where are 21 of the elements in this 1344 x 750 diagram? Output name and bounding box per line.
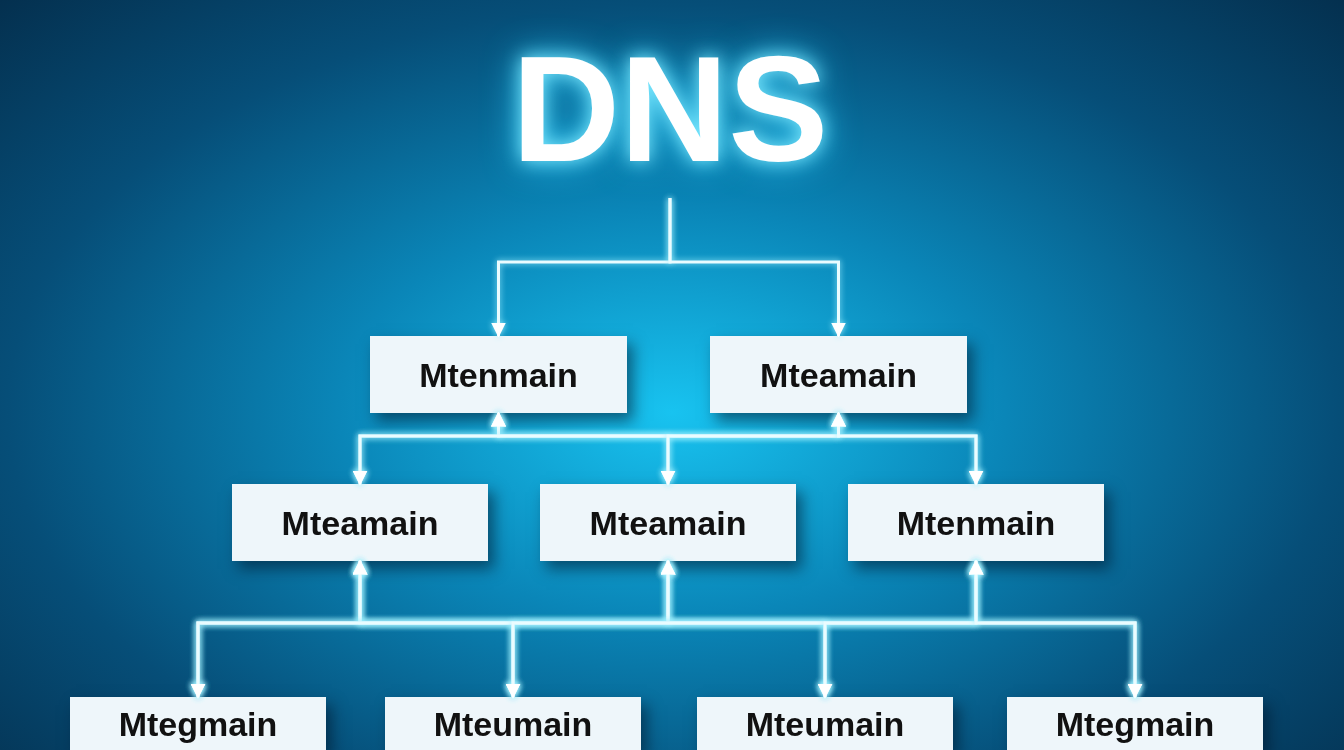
domain-label: Mtenmain	[419, 357, 578, 392]
domain-label: Mtenmain	[896, 505, 1056, 540]
domain-box	[232, 484, 488, 561]
connector-arrow	[668, 198, 846, 338]
domain-box	[70, 697, 326, 750]
title-text: DNS	[511, 34, 829, 184]
domain-box	[848, 484, 1104, 561]
domain-label: Mteamain	[760, 357, 917, 392]
domain-box	[697, 697, 953, 750]
domain-box	[385, 697, 641, 750]
domain-box	[540, 484, 796, 561]
domain-box	[1007, 697, 1263, 750]
domain-label: Mteamain	[281, 505, 439, 540]
domain-label: Mtegmain	[1055, 706, 1215, 741]
domain-label: Mteamain	[589, 505, 747, 540]
connector-arrow	[831, 411, 984, 486]
domain-box	[710, 336, 967, 413]
domain-label: Mteumain	[433, 706, 593, 741]
domain-label: Mteumain	[745, 706, 905, 741]
domain-label: Mtegmain	[118, 706, 278, 741]
domain-box	[370, 336, 627, 413]
